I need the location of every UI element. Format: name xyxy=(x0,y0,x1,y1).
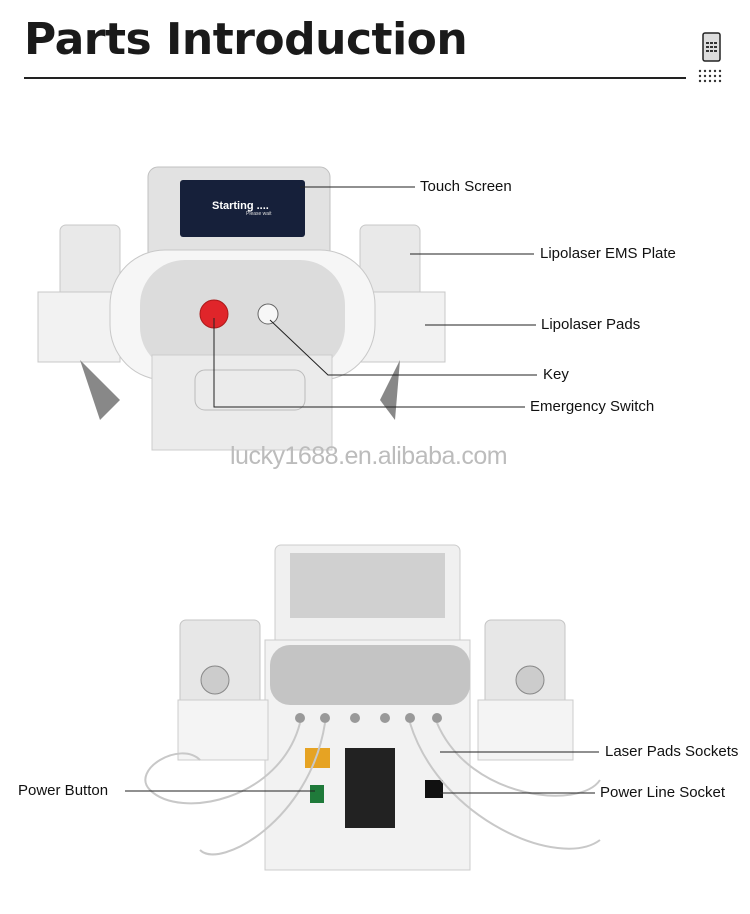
leader-lines xyxy=(125,186,599,794)
screen-title: Starting .... xyxy=(212,200,269,212)
label-power-line-socket: Power Line Socket xyxy=(600,784,726,801)
phone-keypad-icon xyxy=(698,32,722,83)
screen-subtitle: Please wait xyxy=(246,211,272,217)
watermark: lucky1688.en.alibaba.com xyxy=(230,442,508,470)
machine-front xyxy=(37,166,446,451)
label-emergency-switch: Emergency Switch xyxy=(530,398,655,415)
label-power-button: Power Button xyxy=(18,782,109,799)
label-ems-plate: Lipolaser EMS Plate xyxy=(540,245,676,262)
label-touch-screen: Touch Screen xyxy=(420,178,512,195)
title-divider xyxy=(24,77,686,79)
machine-back xyxy=(144,544,601,871)
label-laser-pads-sockets: Laser Pads Sockets xyxy=(605,743,739,760)
page-title: Parts Introduction xyxy=(24,14,468,65)
label-pads: Lipolaser Pads xyxy=(541,316,641,333)
label-key: Key xyxy=(543,366,569,383)
